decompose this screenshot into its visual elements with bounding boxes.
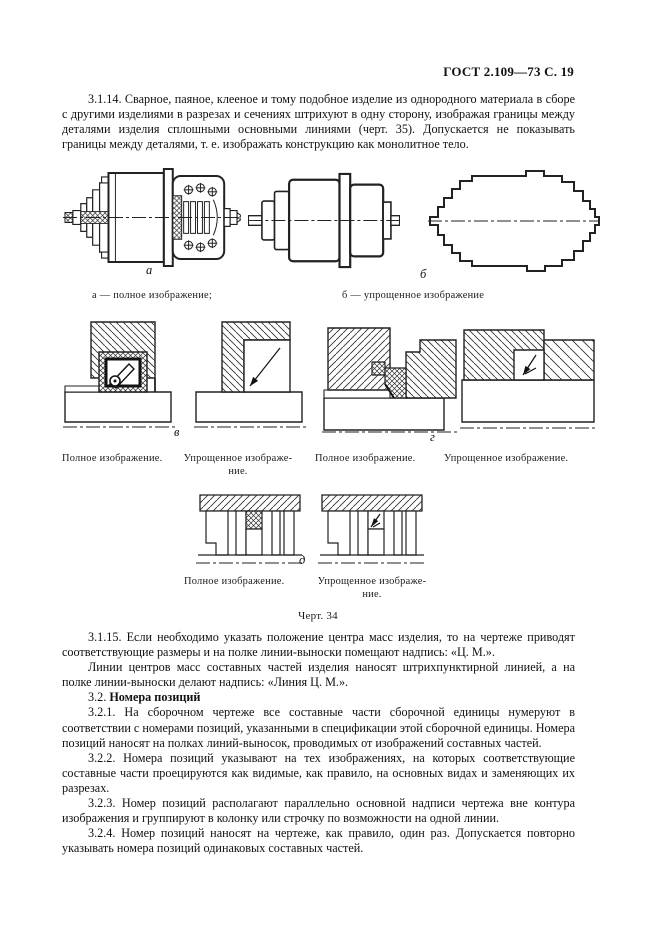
housing-hatched — [200, 495, 300, 511]
label-g: г — [430, 430, 435, 444]
seal-g-full-drawing — [322, 326, 458, 436]
motor-outline-drawing — [428, 169, 600, 273]
caption-line: ние. — [228, 465, 248, 477]
paragraph-3-2-1: 3.2.1. На сборочном чертеже все составны… — [62, 705, 575, 750]
right-shaft-tip — [237, 213, 241, 223]
caption-v-full: Полное изображение. — [62, 453, 163, 464]
right-housing-hatched — [406, 340, 456, 398]
packing-crosshatch — [246, 511, 262, 529]
label-b: б — [420, 267, 427, 281]
figure-number-caption: Черт. 34 — [298, 610, 338, 622]
motor-simplified-drawing — [248, 172, 400, 269]
shaft — [462, 380, 594, 422]
seal-v-full-drawing — [63, 318, 175, 432]
gland-block — [206, 511, 228, 555]
label-v: в — [174, 425, 180, 439]
caption-v-simplified: Упрощенное изображе- ние. — [180, 453, 296, 478]
figure-packing-full — [196, 493, 304, 571]
label-a: а — [146, 263, 153, 277]
caption-g-full: Полное изображение. — [315, 453, 416, 464]
housing-hatched — [322, 495, 422, 511]
page-header: ГОСТ 2.109—73 С. 19 — [443, 64, 574, 79]
caption-d-simplified: Упрощенное изображе- ние. — [310, 576, 434, 601]
bolt-icons — [184, 183, 218, 252]
shaft — [196, 392, 302, 422]
caption-line: Упрощенное изображе- — [183, 453, 293, 464]
figure-motor-full — [63, 166, 241, 269]
paragraph-3-2-4: 3.2.4. Номер позиций наносят на чертеже,… — [62, 826, 575, 856]
paragraph-3-2-3: 3.2.3. Номер позиций располагают паралле… — [62, 796, 575, 826]
paragraph-3-2-2: 3.2.2. Номера позиций указывают на тех и… — [62, 750, 575, 795]
shaft — [324, 398, 444, 430]
caption-d-full: Полное изображение. — [184, 576, 285, 587]
paragraph-center-mass-lines: Линии центров масс составных частей изде… — [62, 660, 575, 690]
paragraph-text: 3.1.14. Сварное, паяное, клееное и тому … — [62, 92, 575, 152]
caption-g-simplified: Упрощенное изображение. — [444, 453, 569, 464]
seal-v-simplified-drawing — [194, 318, 306, 432]
seal-g-simplified-drawing — [460, 328, 598, 434]
caption-line: ние. — [362, 588, 382, 600]
figure-seal-g-simplified — [460, 328, 598, 434]
label-d: д — [299, 553, 306, 567]
figure-seal-g-full — [322, 326, 458, 436]
packing-full-drawing — [196, 493, 304, 571]
paragraph-3-1-14: 3.1.14. Сварное, паяное, клееное и тому … — [62, 92, 575, 152]
heading-number: 3.2. — [88, 690, 110, 705]
figure-motor-outline — [428, 169, 600, 273]
figure-motor-simplified — [248, 172, 400, 269]
gland-block — [328, 511, 350, 555]
packing-simplified-drawing — [318, 493, 426, 571]
heading-3-2: 3.2. Номера позиций — [62, 690, 575, 705]
figure-seal-v-simplified — [194, 318, 306, 432]
caption-a: а — полное изображение; — [92, 290, 213, 301]
figure-packing-simplified — [318, 493, 426, 571]
shaft — [65, 392, 171, 422]
caption-b: б — упрощенное изображение — [342, 290, 485, 301]
motor-full-drawing — [63, 166, 241, 269]
figure-seal-v-full — [63, 318, 175, 432]
paragraph-3-1-15: 3.1.15. Если необходимо указать положени… — [62, 630, 575, 660]
text-block-lower: 3.1.15. Если необходимо указать положени… — [62, 630, 575, 856]
right-housing-hatched — [544, 340, 594, 380]
left-housing-hatched — [328, 328, 390, 390]
caption-line: Упрощенное изображе- — [317, 576, 427, 587]
seal-ring-crosshatch — [372, 362, 385, 375]
heading-title: Номера позиций — [109, 690, 201, 705]
